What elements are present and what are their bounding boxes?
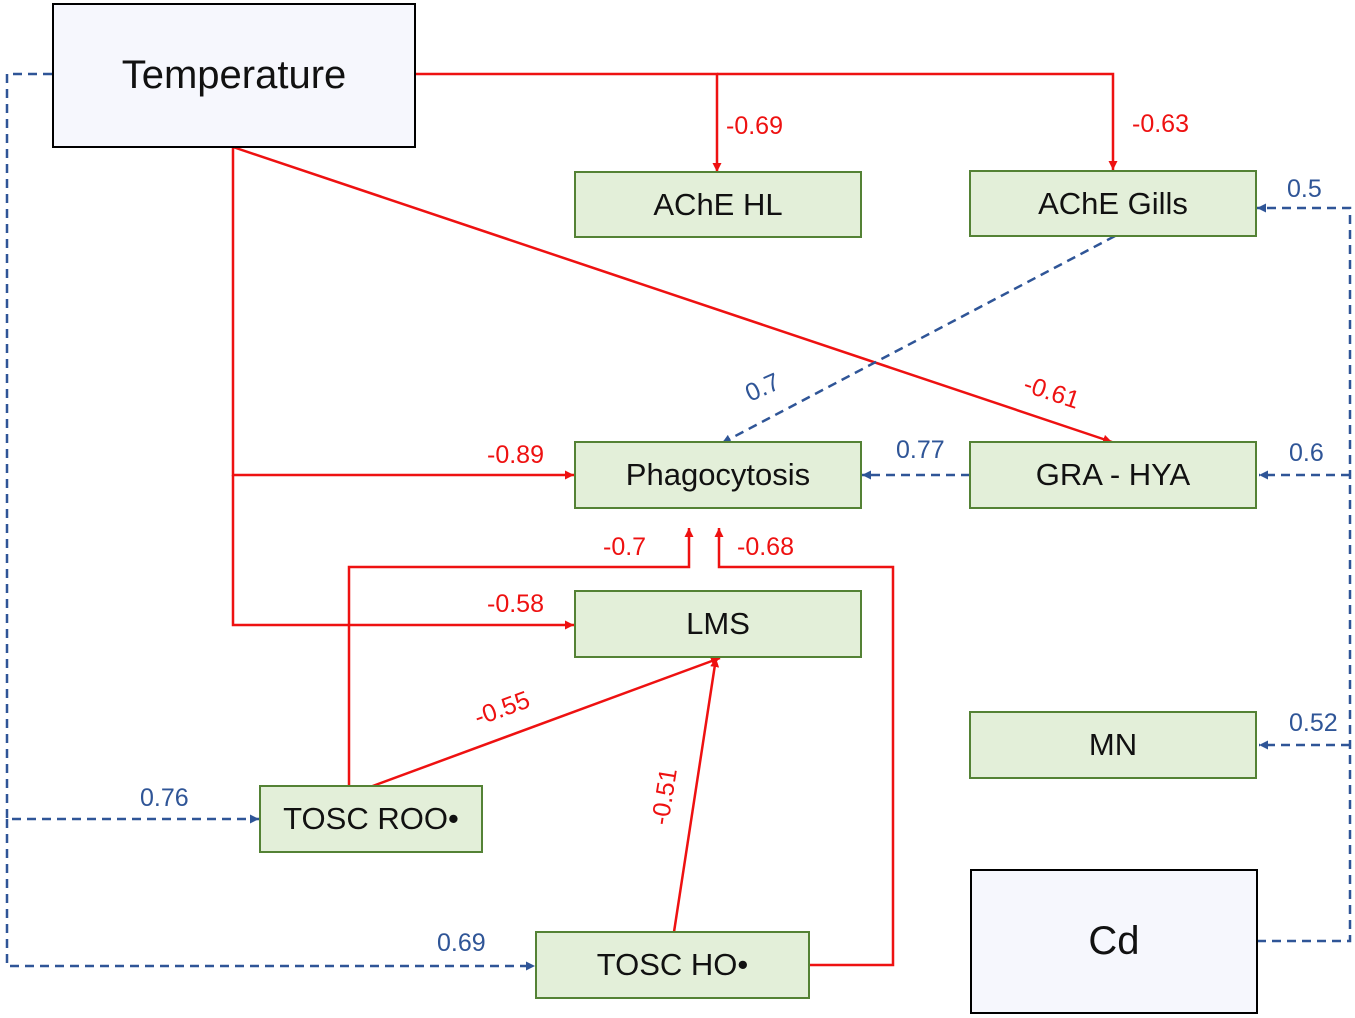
edge-temp-tosc-roo xyxy=(5,72,259,824)
coef-temp-lms: -0.58 xyxy=(487,590,544,618)
node-mn: MN xyxy=(969,711,1257,779)
edge-cd-ache-gills xyxy=(1257,203,1352,943)
coef-temp-ache-gills: -0.63 xyxy=(1132,110,1189,138)
coef-ache-gills-phago: 0.7 xyxy=(741,368,784,408)
edge-temp-phago xyxy=(231,147,574,480)
node-phagocytosis: Phagocytosis xyxy=(574,441,862,509)
edge-temp-ache-hl xyxy=(415,72,722,172)
node-temperature: Temperature xyxy=(52,3,416,148)
coef-temp-tosc-roo: 0.76 xyxy=(140,784,189,812)
coef-tosc-ho-lms: -0.51 xyxy=(646,766,683,827)
edge-temp-ache-gills xyxy=(717,72,1118,170)
edge-tosc-roo-lms xyxy=(369,656,721,789)
coef-cd-mn: 0.52 xyxy=(1289,709,1338,737)
edge-temp-gra-hya xyxy=(232,145,1113,444)
edge-tosc-ho-phago xyxy=(714,528,895,967)
node-lms: LMS xyxy=(574,590,862,658)
node-gra-hya: GRA - HYA xyxy=(969,441,1257,509)
node-tosc-ho: TOSC HO• xyxy=(535,931,810,999)
coef-temp-tosc-ho: 0.69 xyxy=(437,929,486,957)
node-cd: Cd xyxy=(970,869,1258,1014)
edge-tosc-roo-phago xyxy=(347,528,694,787)
coef-temp-ache-hl: -0.69 xyxy=(726,112,783,140)
coef-tosc-roo-phago: -0.7 xyxy=(603,533,646,561)
coef-temp-gra-hya: -0.61 xyxy=(1020,370,1083,415)
coef-gra-hya-phago: 0.77 xyxy=(896,436,945,464)
edge-tosc-ho-lms xyxy=(672,657,720,933)
coef-cd-gra-hya: 0.6 xyxy=(1289,439,1324,467)
coef-cd-ache-gills: 0.5 xyxy=(1287,175,1322,203)
edge-temp-lms xyxy=(231,475,574,630)
node-ache-hl: AChE HL xyxy=(574,171,862,238)
node-tosc-roo: TOSC ROO• xyxy=(259,785,483,853)
edge-ache-gills-phago xyxy=(721,234,1116,445)
coef-tosc-roo-lms: -0.55 xyxy=(470,686,533,732)
node-ache-gills: AChE Gills xyxy=(969,170,1257,237)
coef-temp-phago: -0.89 xyxy=(487,441,544,469)
edge-temp-tosc-ho xyxy=(5,819,535,971)
coef-tosc-ho-phago: -0.68 xyxy=(737,533,794,561)
